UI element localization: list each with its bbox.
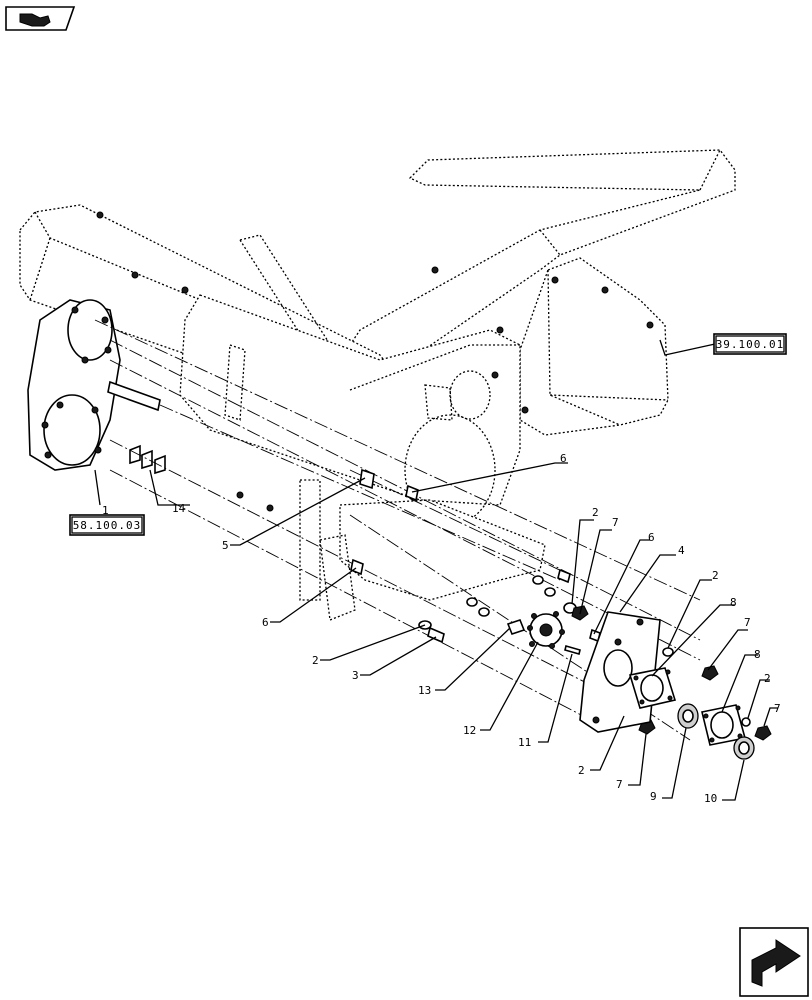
gearbox-assembly[interactable] — [27, 299, 161, 471]
callout-6-right: 6 — [648, 531, 655, 544]
callout-2-bottom: 2 — [578, 764, 585, 777]
callout-7-right: 7 — [744, 616, 751, 629]
leader-lines — [94, 339, 778, 801]
callout-7-bottom: 7 — [616, 778, 623, 791]
callout-2-top: 2 — [592, 506, 599, 519]
callout-10: 10 — [704, 792, 717, 805]
callout-9: 9 — [650, 790, 657, 803]
shim-set[interactable] — [129, 444, 166, 475]
callout-4: 4 — [678, 544, 685, 557]
callout-2-right: 2 — [712, 569, 719, 582]
callout-6-left: 6 — [262, 616, 269, 629]
frame-assembly — [19, 149, 736, 621]
next-page-arrow-icon[interactable] — [739, 927, 809, 997]
callout-8-right: 8 — [754, 648, 761, 661]
callout-14: 14 — [172, 502, 186, 515]
gearbox-reference-label: 58.100.03 — [73, 519, 142, 532]
locking-collar[interactable] — [733, 736, 755, 760]
callout-3: 3 — [352, 669, 359, 682]
callout-labels: 1 14 5 6 6 2 3 13 12 11 2 7 6 4 2 8 7 8 … — [102, 452, 781, 805]
bearing[interactable] — [677, 703, 699, 729]
callout-7-top: 7 — [612, 516, 619, 529]
callout-8-top: 8 — [730, 596, 737, 609]
frame-reference-box[interactable]: 39.100.01 — [713, 333, 787, 355]
flange-housing-front[interactable] — [628, 667, 677, 709]
callout-11: 11 — [518, 736, 531, 749]
gearbox-reference-box[interactable]: 58.100.03 — [69, 514, 145, 536]
callout-12: 12 — [463, 724, 476, 737]
book-arrow-icon[interactable] — [5, 6, 76, 31]
callout-13: 13 — [418, 684, 431, 697]
callout-1: 1 — [102, 504, 109, 517]
callout-7-far-right: 7 — [774, 702, 781, 715]
callout-2-left: 2 — [312, 654, 319, 667]
callout-6-top: 6 — [560, 452, 567, 465]
callout-2-far-right: 2 — [764, 672, 771, 685]
callout-5: 5 — [222, 539, 229, 552]
frame-reference-label: 39.100.01 — [716, 338, 785, 351]
